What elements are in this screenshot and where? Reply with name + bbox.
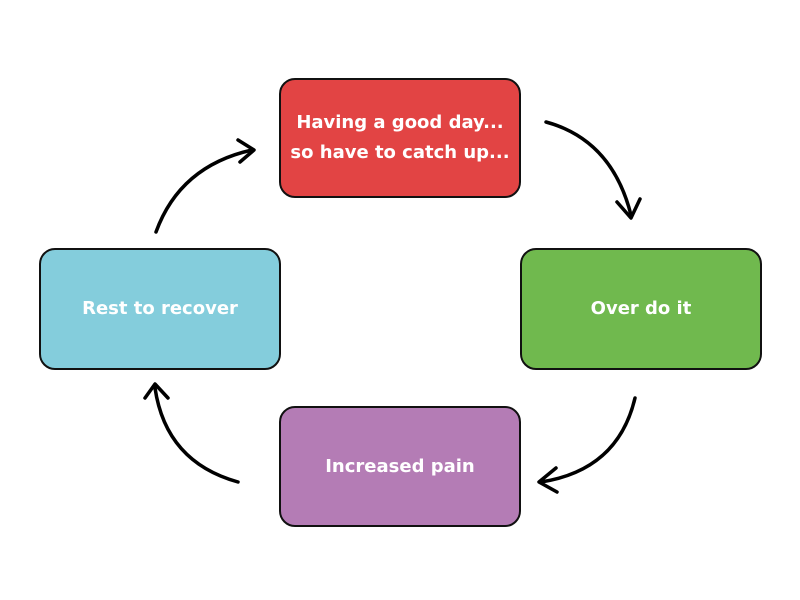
arrow-head-right-to-bottom [537, 466, 559, 494]
arrow-left-to-top [154, 148, 254, 234]
cycle-node-label: Over do it [590, 298, 692, 319]
cycle-node-having-a-good-day: Having a good day... so have to catch up… [279, 78, 521, 198]
cycle-node-label: Rest to recover [82, 298, 238, 319]
cycle-node-over-do-it: Over do it [520, 248, 762, 370]
cycle-node-increased-pain: Increased pain [279, 406, 521, 527]
cycle-node-label: Having a good day... so have to catch up… [290, 112, 510, 163]
cycle-node-label: Increased pain [325, 455, 475, 477]
arrow-top-to-right [544, 120, 633, 217]
cycle-node-rest-to-recover: Rest to recover [39, 248, 281, 370]
arrow-head-bottom-to-left [143, 382, 170, 400]
arrow-bottom-to-left [153, 386, 240, 484]
arrow-head-top-to-right [615, 197, 642, 220]
arrow-head-left-to-top [236, 138, 256, 164]
arrow-right-to-bottom [539, 396, 637, 484]
